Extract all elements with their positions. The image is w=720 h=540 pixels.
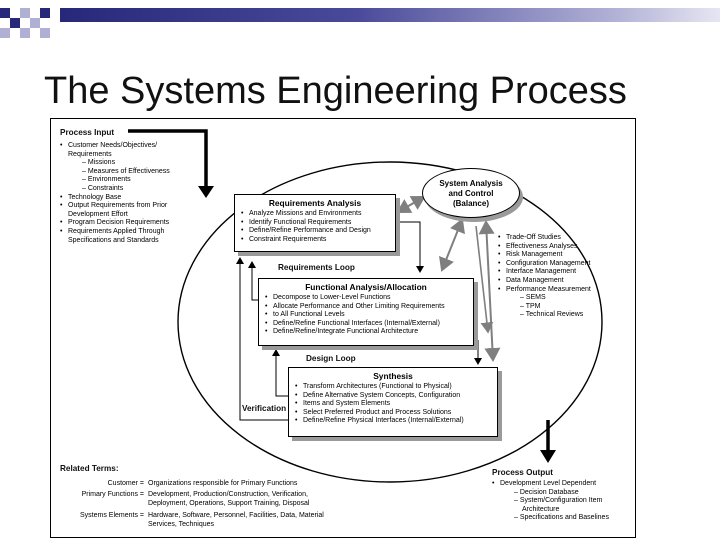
design-loop-arrow-up (272, 349, 288, 397)
process-ellipse (177, 161, 603, 483)
system-analysis-line2: and Control (448, 189, 494, 198)
system-analysis-line1: System Analysis (439, 179, 503, 188)
list-item: Customer Needs/Objectives/ (60, 142, 170, 151)
related-term-value: Deployment, Operations, Support Training… (148, 500, 310, 507)
functional-analysis-box: Functional Analysis/Allocation Decompose… (258, 278, 474, 346)
list-item: – Technical Reviews (520, 311, 584, 319)
list-item: Constraint Requirements (241, 236, 391, 245)
list-item: Performance Measurement (498, 286, 591, 295)
list-item: Define/Refine Performance and Design (241, 227, 391, 236)
list-item: Configuration Management (498, 260, 591, 269)
process-input-list: Customer Needs/Objectives/ Requirements … (60, 142, 170, 245)
list-item: Allocate Performance and Other Limiting … (265, 303, 469, 312)
list-item: – SEMS (520, 294, 546, 302)
requirements-analysis-title: Requirements Analysis (268, 198, 362, 208)
synthesis-box: Synthesis Transform Architectures (Funct… (288, 367, 498, 437)
list-item: Risk Management (498, 251, 591, 260)
list-item: – Specifications and Baselines (514, 514, 609, 522)
corner-checker-decoration (0, 0, 64, 40)
list-item: – Environments (82, 176, 131, 184)
list-item: Effectiveness Analyses (498, 243, 591, 252)
related-term-value: Organizations responsible for Primary Fu… (148, 480, 298, 487)
system-analysis-line3: (Balance) (452, 199, 489, 208)
list-item: Interface Management (498, 268, 591, 277)
list-item: Data Management (498, 277, 591, 286)
list-item: Technology Base (60, 194, 170, 203)
list-item: Requirements Applied Through (60, 228, 170, 237)
list-item: – Constraints (82, 184, 124, 192)
list-item: – Decision Database (514, 488, 579, 496)
list-item: – Missions (82, 159, 116, 167)
list-item: Analyze Missions and Environments (241, 210, 391, 219)
list-item: – TPM (520, 302, 541, 310)
related-term-key: Primary Functions = (81, 491, 144, 498)
verification-arrow (236, 257, 288, 421)
slide-title: The Systems Engineering Process (44, 70, 627, 112)
list-item: Output Requirements from Prior (60, 202, 170, 211)
list-item: Development Level Dependent (492, 480, 609, 489)
control-arrow-fa (439, 218, 465, 272)
list-item: Trade-Off Studies (498, 234, 591, 243)
related-term-key: Systems Elements = (80, 512, 144, 519)
control-arrow-synthesis-1 (478, 220, 501, 362)
related-term-value: Development, Production/Construction, Ve… (148, 491, 308, 498)
list-item: Development Effort (68, 210, 128, 218)
requirements-loop-arrow-up (248, 261, 258, 301)
process-output-heading: Process Output (492, 468, 553, 477)
list-item: Requirements (68, 150, 112, 158)
control-arrow-synthesis-2 (475, 225, 494, 334)
list-item: Items and System Elements (295, 400, 493, 409)
list-item: to All Functional Levels (265, 311, 469, 320)
list-item: Define Alternative System Concepts, Conf… (295, 392, 493, 401)
list-item: Define/Refine Functional Interfaces (Int… (265, 320, 469, 329)
synthesis-title: Synthesis (373, 371, 413, 381)
list-item: Architecture (522, 505, 560, 513)
list-item: Program Decision Requirements (60, 219, 170, 228)
list-item: Define/Refine Physical Interfaces (Inter… (295, 417, 493, 426)
requirements-loop-label: Requirements Loop (278, 263, 355, 272)
list-item: Specifications and Standards (68, 236, 159, 244)
requirements-loop-arrow-down (396, 221, 424, 273)
design-loop-label: Design Loop (306, 354, 356, 363)
list-item: Transform Architectures (Functional to P… (295, 383, 493, 392)
list-item: Select Preferred Product and Process Sol… (295, 409, 493, 418)
related-term-key: Customer = (107, 480, 144, 487)
related-term-value: Services, Techniques (148, 521, 215, 528)
process-input-heading: Process Input (60, 128, 115, 137)
list-item: – Measures of Effectiveness (82, 167, 170, 175)
system-analysis-control-node: System Analysis and Control (Balance) (422, 168, 520, 218)
input-arrow (128, 129, 208, 190)
control-activities-list: Trade-Off Studies Effectiveness Analyses… (498, 234, 591, 320)
process-output-list: Development Level Dependent – Decision D… (492, 480, 609, 523)
list-item: Identify Functional Requirements (241, 219, 391, 228)
functional-analysis-title: Functional Analysis/Allocation (305, 282, 427, 292)
related-term-value: Hardware, Software, Personnel, Facilitie… (148, 512, 324, 519)
related-terms-heading: Related Terms: (60, 464, 119, 473)
header-band (60, 8, 720, 22)
requirements-analysis-box: Requirements Analysis Analyze Missions a… (234, 194, 396, 252)
list-item: Define/Refine/Integrate Functional Archi… (265, 328, 469, 337)
control-arrow-ra (396, 196, 426, 213)
list-item: Decompose to Lower-Level Functions (265, 294, 469, 303)
list-item: – System/Configuration Item (514, 497, 603, 505)
verification-label: Verification (242, 404, 287, 413)
